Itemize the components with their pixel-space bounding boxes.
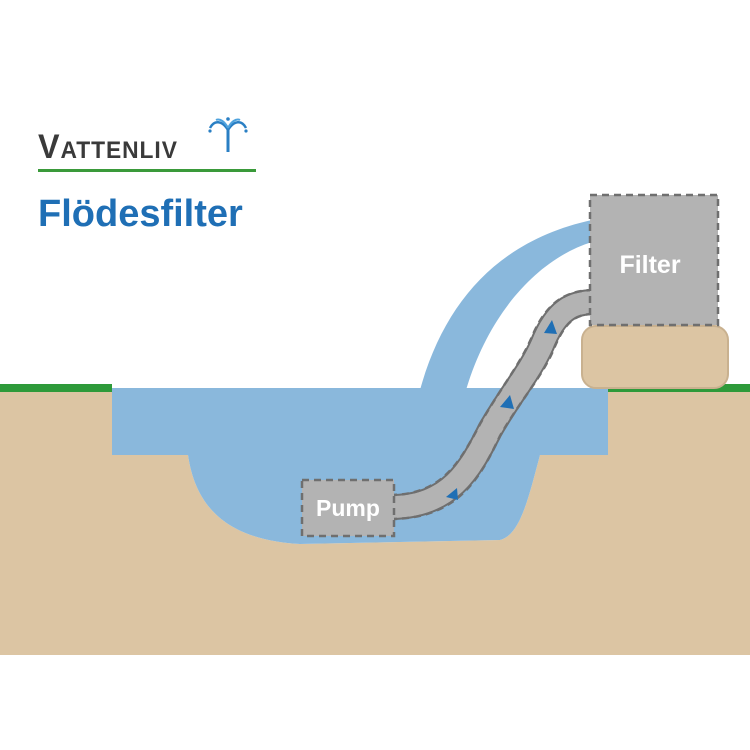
ground	[0, 388, 750, 655]
filter-box	[588, 193, 720, 327]
waterfall-stream	[420, 220, 592, 390]
grass-left	[0, 384, 112, 392]
flow-arrow-3	[544, 320, 557, 334]
filter-base	[581, 325, 729, 389]
pump-box	[300, 478, 396, 538]
pump-label: Pump	[316, 495, 380, 521]
flow-arrow-2	[500, 395, 514, 409]
fountain-icon	[208, 117, 248, 152]
brand-name: Vattenliv	[38, 128, 178, 166]
flow-arrow-1	[446, 488, 458, 500]
brand-underline	[38, 169, 256, 172]
brand-logo: Vattenliv	[38, 117, 268, 178]
hose-dashes-b	[389, 312, 596, 521]
hose-dashes-a	[389, 288, 596, 497]
page-title: Flödesfilter	[38, 193, 243, 235]
filter-label: Filter	[619, 251, 680, 279]
